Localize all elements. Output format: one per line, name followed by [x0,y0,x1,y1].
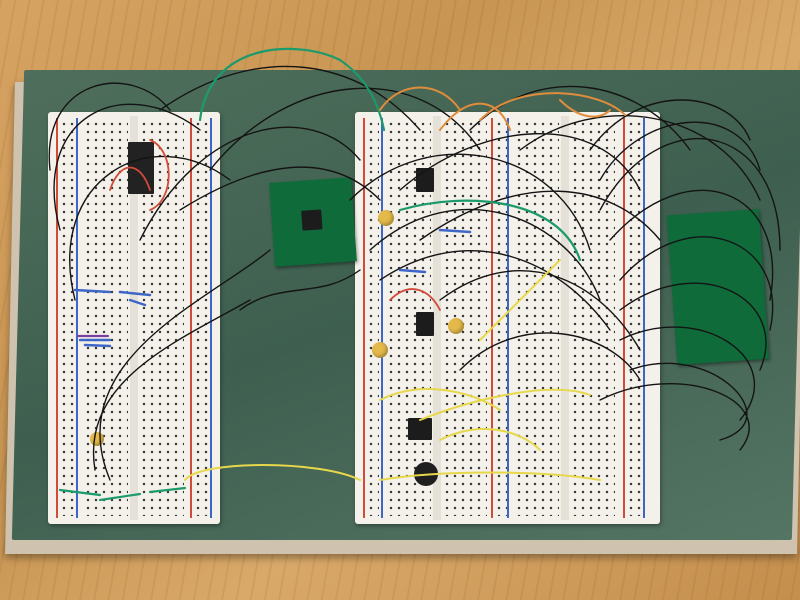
dip-ic-3 [408,418,432,440]
capacitor-3 [372,342,388,358]
capacitor-2 [448,318,464,334]
dip-ic-2 [416,312,434,336]
capacitor-1 [378,210,394,226]
